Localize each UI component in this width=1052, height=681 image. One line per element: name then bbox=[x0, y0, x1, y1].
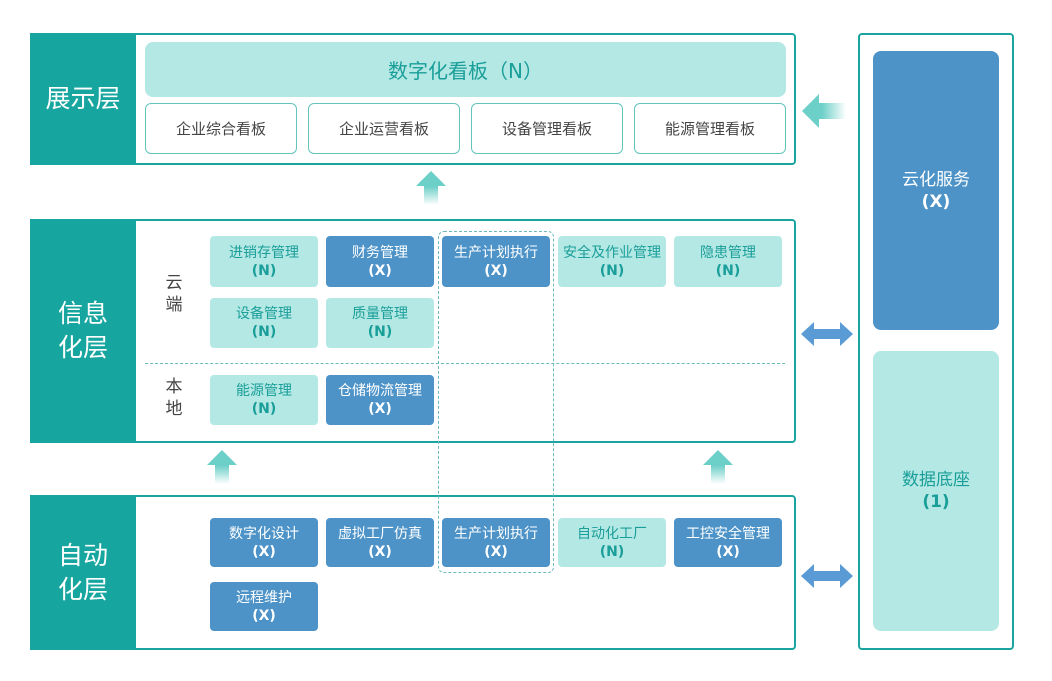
module-safety-operation: 安全及作业管理 (N) bbox=[558, 236, 666, 287]
up-arrow-icon bbox=[416, 171, 446, 205]
production-plan-span-box bbox=[438, 231, 554, 573]
module-name: 工控安全管理 bbox=[686, 525, 770, 542]
module-code: (X) bbox=[368, 262, 392, 279]
module-quality: 质量管理 (N) bbox=[326, 298, 434, 348]
module-inventory: 进销存管理 (N) bbox=[210, 236, 318, 287]
module-name: 远程维护 bbox=[236, 589, 292, 606]
module-name: 安全及作业管理 bbox=[563, 244, 661, 261]
module-hazard: 隐患管理 (N) bbox=[674, 236, 782, 287]
module-code: (X) bbox=[368, 401, 392, 417]
module-code: (N) bbox=[251, 262, 277, 279]
module-name: 设备管理 bbox=[236, 306, 292, 322]
dashboard-banner: 数字化看板（N） bbox=[145, 42, 786, 97]
module-code: (N) bbox=[251, 401, 277, 417]
module-finance: 财务管理 (X) bbox=[326, 236, 434, 287]
module-name: 隐患管理 bbox=[700, 244, 756, 261]
automation-layer-label-text: 自动化层 bbox=[57, 540, 108, 604]
module-digital-design: 数字化设计 (X) bbox=[210, 518, 318, 567]
double-arrow-icon bbox=[801, 322, 853, 346]
cloud-service-box: 云化服务 (X) bbox=[873, 51, 999, 330]
module-name: 能源管理 bbox=[236, 383, 292, 399]
up-arrow-icon bbox=[207, 450, 237, 484]
board-energy-management: 能源管理看板 bbox=[634, 103, 786, 154]
module-name: 数字化设计 bbox=[229, 525, 299, 542]
module-name: 虚拟工厂仿真 bbox=[338, 525, 422, 542]
module-name: 生产计划执行 bbox=[454, 525, 538, 542]
cloud-service-name: 云化服务 bbox=[902, 169, 970, 190]
module-production-plan: 生产计划执行 (X) bbox=[442, 236, 550, 287]
data-base-code: (1) bbox=[922, 492, 950, 512]
module-name: 财务管理 bbox=[352, 244, 408, 261]
module-code: (X) bbox=[484, 262, 508, 279]
module-virtual-factory: 虚拟工厂仿真 (X) bbox=[326, 518, 434, 567]
board-enterprise-operation: 企业运营看板 bbox=[308, 103, 460, 154]
board-enterprise-overview: 企业综合看板 bbox=[145, 103, 297, 154]
cloud-local-divider bbox=[145, 363, 785, 364]
left-arrow-icon bbox=[802, 94, 846, 128]
module-name: 质量管理 bbox=[352, 306, 408, 322]
automation-layer-label: 自动化层 bbox=[30, 495, 136, 650]
module-warehouse-logistics: 仓储物流管理 (X) bbox=[326, 375, 434, 425]
module-code: (X) bbox=[716, 543, 740, 560]
module-code: (N) bbox=[599, 543, 625, 560]
local-label: 本地 bbox=[165, 377, 183, 419]
module-code: (N) bbox=[251, 324, 277, 340]
module-automated-factory: 自动化工厂 (N) bbox=[558, 518, 666, 567]
module-code: (X) bbox=[252, 607, 276, 624]
module-code: (X) bbox=[368, 543, 392, 560]
information-layer-label: 信息化层 bbox=[30, 219, 136, 443]
module-ics-security: 工控安全管理 (X) bbox=[674, 518, 782, 567]
module-equipment: 设备管理 (N) bbox=[210, 298, 318, 348]
double-arrow-icon bbox=[801, 564, 853, 588]
module-code: (X) bbox=[252, 543, 276, 560]
data-base-name: 数据底座 bbox=[902, 470, 970, 490]
module-code: (N) bbox=[367, 324, 393, 340]
information-layer-label-text: 信息化层 bbox=[57, 299, 108, 362]
data-base-box: 数据底座 (1) bbox=[873, 351, 999, 631]
presentation-layer-label: 展示层 bbox=[30, 33, 136, 165]
module-remote-maintenance: 远程维护 (X) bbox=[210, 582, 318, 631]
up-arrow-icon bbox=[703, 450, 733, 484]
module-code: (N) bbox=[715, 262, 741, 279]
module-name: 仓储物流管理 bbox=[338, 383, 422, 399]
cloud-label: 云端 bbox=[165, 273, 183, 315]
module-energy: 能源管理 (N) bbox=[210, 375, 318, 425]
module-name: 生产计划执行 bbox=[454, 244, 538, 261]
module-code: (X) bbox=[484, 543, 508, 560]
module-name: 进销存管理 bbox=[229, 244, 299, 261]
board-equipment-management: 设备管理看板 bbox=[471, 103, 623, 154]
module-name: 自动化工厂 bbox=[577, 525, 647, 542]
cloud-service-code: (X) bbox=[921, 191, 951, 212]
module-production-plan: 生产计划执行 (X) bbox=[442, 518, 550, 567]
module-code: (N) bbox=[599, 262, 625, 279]
